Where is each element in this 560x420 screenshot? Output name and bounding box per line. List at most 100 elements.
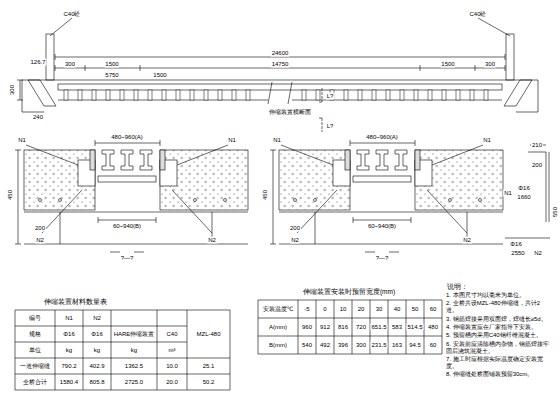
table-cell: 60: [429, 342, 438, 349]
drawing-label: N2: [35, 237, 45, 244]
table-cell: N2: [92, 315, 102, 322]
note-text: 1. 本图尺寸均以毫米为单位。: [446, 292, 552, 299]
table-cell: 30: [375, 306, 384, 313]
table-cell: 50: [411, 306, 420, 313]
note-text: 8. 伸缩缝处桥面铺装预留30cm。: [446, 371, 552, 378]
drawing-label: N1: [227, 137, 237, 144]
note-text: 6. 安装前应清除槽内杂物，钢筋焊接牢固后浇筑混凝土。: [446, 341, 552, 355]
drawing-label: 1500: [440, 61, 455, 68]
table-cell: 231.5: [370, 342, 387, 349]
table-cell: 720: [355, 324, 367, 331]
table-cell: 规格: [28, 331, 42, 338]
table-cell: 1580.4: [59, 379, 79, 386]
table-cell: 0: [322, 306, 327, 313]
note-text: 2. 全桥共设MZL-480伸缩缝，共计2道。: [446, 300, 552, 314]
drawing-label: 60~940(B): [367, 223, 397, 230]
drawing-label: N2: [462, 237, 472, 244]
table-cell: A(mm): [268, 324, 288, 331]
drawing-label: 550: [552, 206, 559, 218]
drawing-label: 450: [7, 189, 14, 201]
table-cell: kg: [130, 347, 138, 354]
drawing-label: 1500: [104, 61, 119, 68]
drawing-label: Φ16: [509, 241, 522, 248]
table-cell: 492: [319, 342, 331, 349]
drawing-label: ?—?: [120, 255, 135, 262]
drawing-label: N1: [503, 190, 513, 197]
drawing-label: 450: [262, 189, 269, 201]
table-cell: 单位: [28, 347, 42, 354]
table-cell: B(mm): [268, 342, 288, 349]
drawing-label: 300: [9, 84, 16, 96]
note-text: 5. 预留槽内采用C40钢纤维混凝土。: [446, 332, 552, 339]
table-cell: 1362.5: [124, 363, 144, 370]
table-cell: 25.1: [202, 363, 216, 370]
table-cell: 20.0: [165, 379, 179, 386]
drawing-label: 210: [531, 142, 543, 149]
table-cell: 912: [319, 324, 331, 331]
drawing-label: N1: [482, 137, 492, 144]
notes-heading: 说明：: [446, 283, 469, 290]
drawing-label: 60~940(B): [112, 223, 142, 230]
table-cell: 编号: [28, 315, 42, 322]
table-cell: 94.5: [408, 342, 422, 349]
table-cell: MZL-480: [195, 331, 221, 338]
table-cell: 480: [427, 324, 439, 331]
table-cell: 300: [355, 342, 367, 349]
table-cell: 960: [301, 324, 313, 331]
table-cell: m³: [168, 347, 177, 354]
table-cell: 396: [337, 342, 349, 349]
table-cell: kg: [65, 347, 73, 354]
table-cell: Φ16: [90, 331, 103, 338]
drawing-label: 24600: [271, 50, 290, 57]
table-cell: 540: [301, 342, 313, 349]
drawing-label: C40砼: [62, 11, 81, 18]
drawing-label: 126.7: [29, 59, 46, 66]
table-title: 伸缩装置材料数量表: [43, 298, 108, 305]
drawing-label: 14750: [271, 61, 290, 68]
drawing-label: 300: [484, 61, 496, 68]
drawing-label: 200: [531, 162, 543, 169]
table-cell: N1: [64, 315, 74, 322]
table-cell: 20: [357, 306, 366, 313]
drawing-label: 1660: [516, 194, 531, 201]
table-cell: kg: [93, 347, 101, 354]
table-title: 伸缩装置安装时预留宽度(mm): [302, 288, 396, 295]
table-cell: 50.2: [202, 379, 216, 386]
drawing-label: 300: [64, 61, 76, 68]
table-cell: 805.8: [88, 379, 105, 386]
table-cell: 安装温度℃: [262, 306, 295, 313]
table-cell: HARE伸缩装置: [113, 331, 156, 338]
table-cell: 10: [339, 306, 348, 313]
table-cell: C40: [165, 331, 178, 338]
table-cell: 一道伸缩缝: [19, 363, 51, 370]
table-cell: 163: [391, 342, 403, 349]
drawing-label: N2: [533, 250, 543, 257]
table-cell: 402.9: [88, 363, 105, 370]
drawing-label: 2550: [510, 250, 525, 257]
drawing-label: 240: [32, 114, 44, 121]
drawing-label: N2: [290, 237, 300, 244]
table-cell: 10.0: [165, 363, 179, 370]
drawing-label: 5750: [104, 72, 119, 79]
drawing-label: ?—?: [375, 255, 390, 262]
drawing-label: L?: [326, 123, 335, 130]
drawing-label: N1: [17, 137, 27, 144]
drawing-label: L?: [326, 93, 335, 100]
drawing-label: 200: [289, 225, 301, 232]
drawing-label: Φ16: [517, 185, 530, 192]
table-cell: 583: [391, 324, 403, 331]
drawing-label: 伸缩装置横断面: [268, 109, 312, 116]
drawing-label: C40砼: [468, 11, 487, 18]
table-cell: 651.5: [370, 324, 387, 331]
table-cell: 790.2: [60, 363, 77, 370]
drawing-label: N1: [272, 137, 282, 144]
drawing-label: 1500: [152, 72, 167, 79]
table-cell: 816: [337, 324, 349, 331]
table-cell: 2725.0: [124, 379, 144, 386]
drawing-label: N2: [207, 237, 217, 244]
drawing-label: 200: [34, 225, 46, 232]
table-cell: -5: [303, 306, 310, 313]
note-text: 4. 伸缩装置应在厂家指导下安装。: [446, 324, 552, 331]
note-text: 7. 施工时应根据实际温度确定安装宽度。: [446, 356, 552, 370]
table-cell: 60: [429, 306, 438, 313]
